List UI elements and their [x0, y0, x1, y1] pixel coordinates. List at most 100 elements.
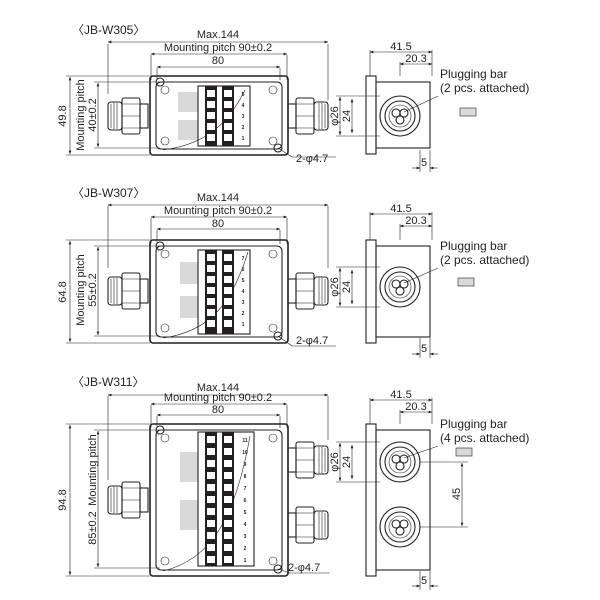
- terminal-number: 4: [242, 289, 245, 295]
- enclosure-body: [149, 75, 289, 156]
- dim-height: 64.8: [57, 281, 69, 302]
- dim-mounting-pitch-h: Mounting pitch 90±0.2: [164, 205, 272, 217]
- terminal-number: 1: [242, 136, 245, 142]
- side-dim-diameter: φ26: [329, 106, 341, 125]
- plugging-bar-icon: [455, 447, 473, 457]
- side-flange: [365, 239, 377, 344]
- terminal-number: 7: [244, 486, 247, 492]
- mounting-hole-icon: [155, 77, 165, 87]
- model-label: 〈JB-W311〉: [72, 375, 144, 389]
- enclosure-body: [149, 423, 289, 577]
- terminal-number: 4: [244, 522, 247, 528]
- dim-hole: 2-φ4.7: [288, 562, 320, 574]
- dim-mounting-pitch-h: Mounting pitch 90±0.2: [164, 42, 272, 54]
- side-body: [375, 245, 431, 338]
- terminal-number: 1: [242, 322, 245, 328]
- side-dim-bottom: 5: [421, 343, 427, 355]
- dim-mounting-pitch-v-label: Mounting pitch: [75, 254, 87, 326]
- terminal-number: 8: [244, 474, 247, 480]
- dim-mounting-pitch-v-label: Mounting pitch: [87, 434, 99, 506]
- cable-gland-left: [107, 481, 149, 519]
- terminal-rows: [205, 250, 234, 334]
- dim-hole: 2-φ4.7: [296, 153, 328, 165]
- side-dim-bottom: 5: [421, 157, 427, 169]
- side-dim-pitch: 45: [451, 488, 463, 500]
- side-flange: [365, 423, 377, 577]
- terminal-number: 6: [244, 498, 247, 504]
- terminal-number: 2: [242, 311, 245, 317]
- terminal-number: 2: [244, 546, 247, 552]
- dim-inner-width: 80: [212, 55, 224, 67]
- terminal-number: 2: [242, 125, 245, 131]
- terminal-number: 3: [242, 114, 245, 120]
- mounting-hole-icon: [273, 143, 283, 153]
- side-dim-diameter: φ26: [329, 452, 341, 471]
- terminal-number: 5: [242, 92, 245, 98]
- dim-height: 49.8: [57, 105, 69, 126]
- section-jb-w305: 〈JB-W305〉 Max.144 Mounting pitch 90±0.2 …: [57, 23, 529, 172]
- side-gland-face-bottom: [379, 506, 421, 548]
- dim-mounting-pitch-v-value: 85±0.2: [87, 511, 99, 545]
- cable-gland-right: [287, 272, 329, 310]
- cable-gland-right-bottom: [287, 506, 329, 544]
- side-dim-offset: 20.3: [405, 53, 426, 65]
- terminal-number: 9: [244, 462, 247, 468]
- terminal-number: 11: [242, 438, 248, 444]
- plugging-bar-icon: [459, 107, 477, 117]
- side-dim-depth: 41.5: [390, 203, 411, 215]
- terminal-number: 3: [244, 534, 247, 540]
- terminal-number: 6: [242, 267, 245, 273]
- side-dim-diameter: φ26: [329, 277, 341, 296]
- side-body: [375, 81, 431, 149]
- plugging-bar-qty: (2 pcs. attached): [440, 81, 529, 95]
- cable-gland-left: [107, 272, 149, 310]
- dim-height: 94.8: [57, 489, 69, 510]
- side-body: [375, 429, 431, 571]
- dim-inner-width: 80: [212, 218, 224, 230]
- terminal-number: 4: [242, 103, 245, 109]
- plugging-bar-qty: (2 pcs. attached): [440, 253, 529, 267]
- side-dim-depth: 41.5: [390, 41, 411, 53]
- plugging-bar-title: Plugging bar: [440, 67, 507, 81]
- dim-max-width: Max.144: [197, 29, 239, 41]
- model-label: 〈JB-W307〉: [72, 186, 145, 200]
- mounting-hole-icon: [273, 564, 283, 574]
- side-gland-face: [379, 266, 421, 308]
- terminal-number: 1: [244, 558, 247, 564]
- cable-gland-left: [107, 97, 149, 135]
- side-gland-face-top: [379, 441, 421, 483]
- terminal-number: 5: [242, 278, 245, 284]
- plugging-bar-title: Plugging bar: [440, 239, 507, 253]
- terminal-number: 7: [242, 256, 245, 262]
- dim-max-width: Max.144: [197, 192, 239, 204]
- side-dim-inner: 24: [341, 110, 353, 122]
- dim-mounting-pitch-v-label: Mounting pitch: [75, 79, 87, 151]
- terminal-number: 3: [242, 300, 245, 306]
- mounting-hole-icon: [155, 425, 165, 435]
- cable-gland-right-top: [287, 441, 329, 479]
- section-jb-w307: 〈JB-W307〉 Max.144 Mounting pitch 90±0.2 …: [57, 186, 529, 358]
- side-dim-inner: 24: [341, 281, 353, 293]
- terminal-number: 5: [244, 510, 247, 516]
- mounting-hole-icon: [155, 241, 165, 251]
- enclosure-body: [149, 239, 289, 344]
- side-dim-offset: 20.3: [405, 215, 426, 227]
- plugging-bar-qty: (4 pcs. attached): [440, 431, 529, 445]
- dim-max-width: Max.144: [197, 382, 239, 394]
- section-jb-w311: 〈JB-W311〉 Max.144 Mounting pitch 90±0.2 …: [57, 375, 529, 590]
- terminal-number: 10: [242, 450, 248, 456]
- dim-hole: 2-φ4.7: [296, 335, 328, 347]
- dim-mounting-pitch-h: Mounting pitch 90±0.2: [164, 392, 272, 404]
- side-dim-bottom: 5: [421, 575, 427, 587]
- mounting-hole-icon: [273, 331, 283, 341]
- model-label: 〈JB-W305〉: [72, 23, 145, 37]
- dim-inner-width: 80: [212, 404, 224, 416]
- dim-mounting-pitch-v-value: 55±0.2: [87, 273, 99, 307]
- terminal-rows: [205, 86, 234, 146]
- cable-gland-right: [287, 97, 329, 135]
- side-dim-offset: 20.3: [405, 401, 426, 413]
- side-flange: [365, 75, 377, 155]
- side-dim-depth: 41.5: [390, 389, 411, 401]
- side-gland-face: [379, 95, 421, 137]
